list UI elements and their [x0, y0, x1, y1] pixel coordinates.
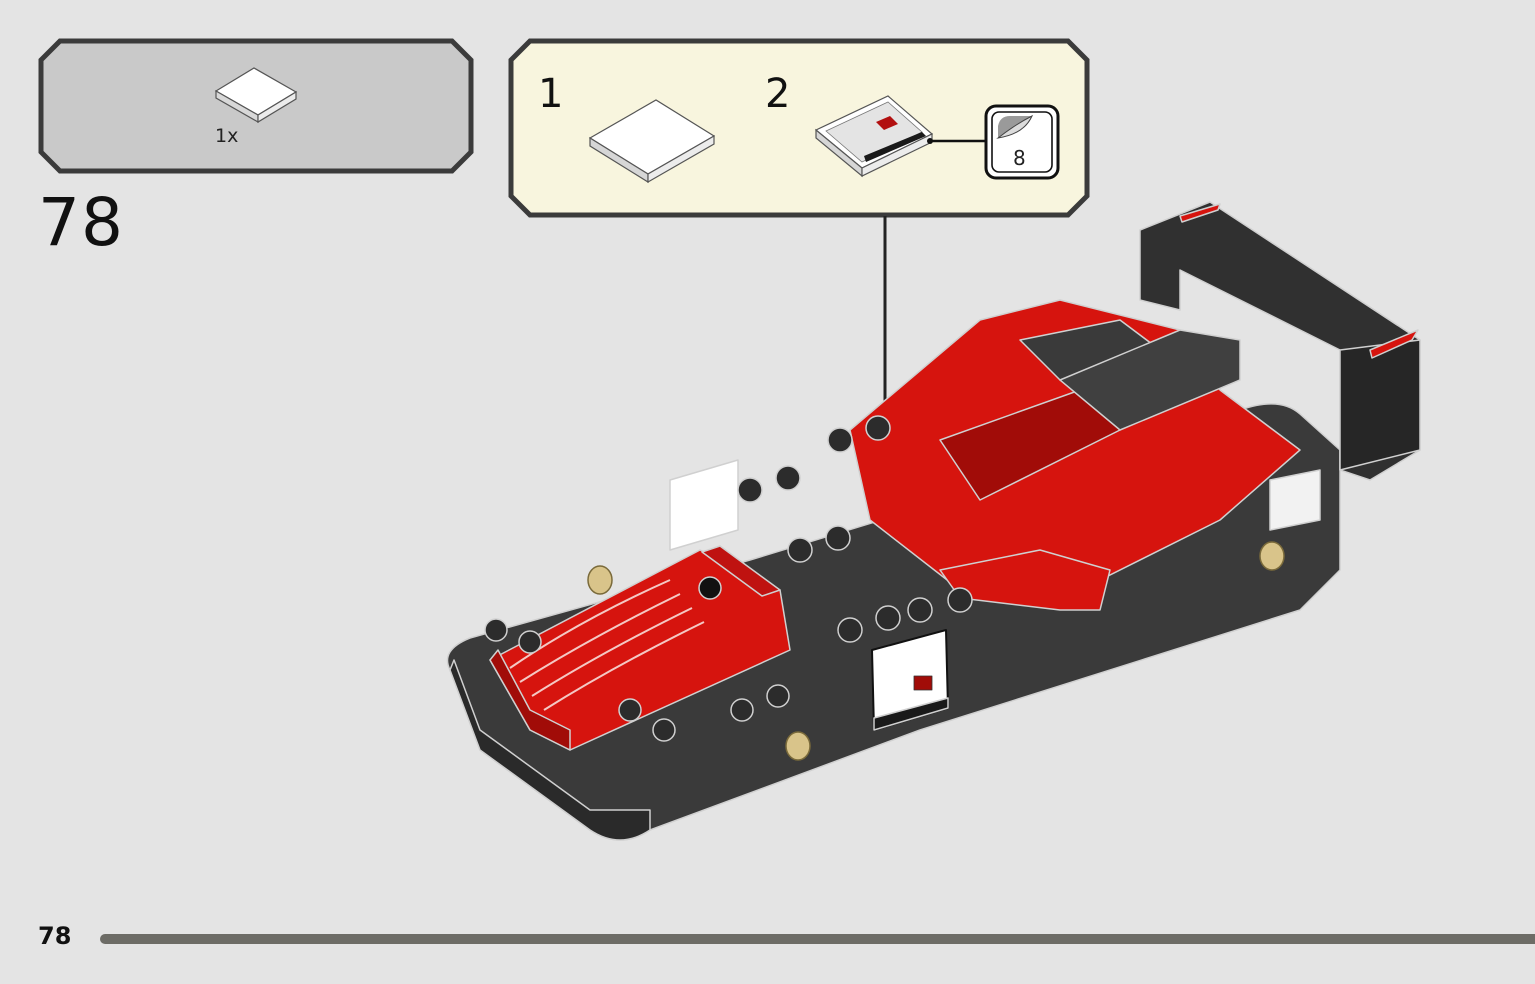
- sticker-callout-icon: [984, 104, 1060, 180]
- substep-number-1: 1: [538, 71, 564, 117]
- step-number: 78: [38, 184, 124, 261]
- substep-panel: [508, 38, 1090, 218]
- white-tile-2x2-icon: [214, 67, 298, 124]
- substep-number-2: 2: [765, 71, 791, 117]
- page-progress-bar: [100, 934, 1535, 944]
- parts-list-panel: [38, 38, 474, 174]
- part-quantity: 1x: [215, 125, 239, 147]
- sticker-number: 8: [1013, 146, 1026, 170]
- race-car-model-illustration: [446, 201, 1421, 841]
- page-number: 78: [38, 922, 72, 950]
- white-tile-icon: [588, 99, 716, 184]
- stickered-tile-icon: [814, 95, 934, 178]
